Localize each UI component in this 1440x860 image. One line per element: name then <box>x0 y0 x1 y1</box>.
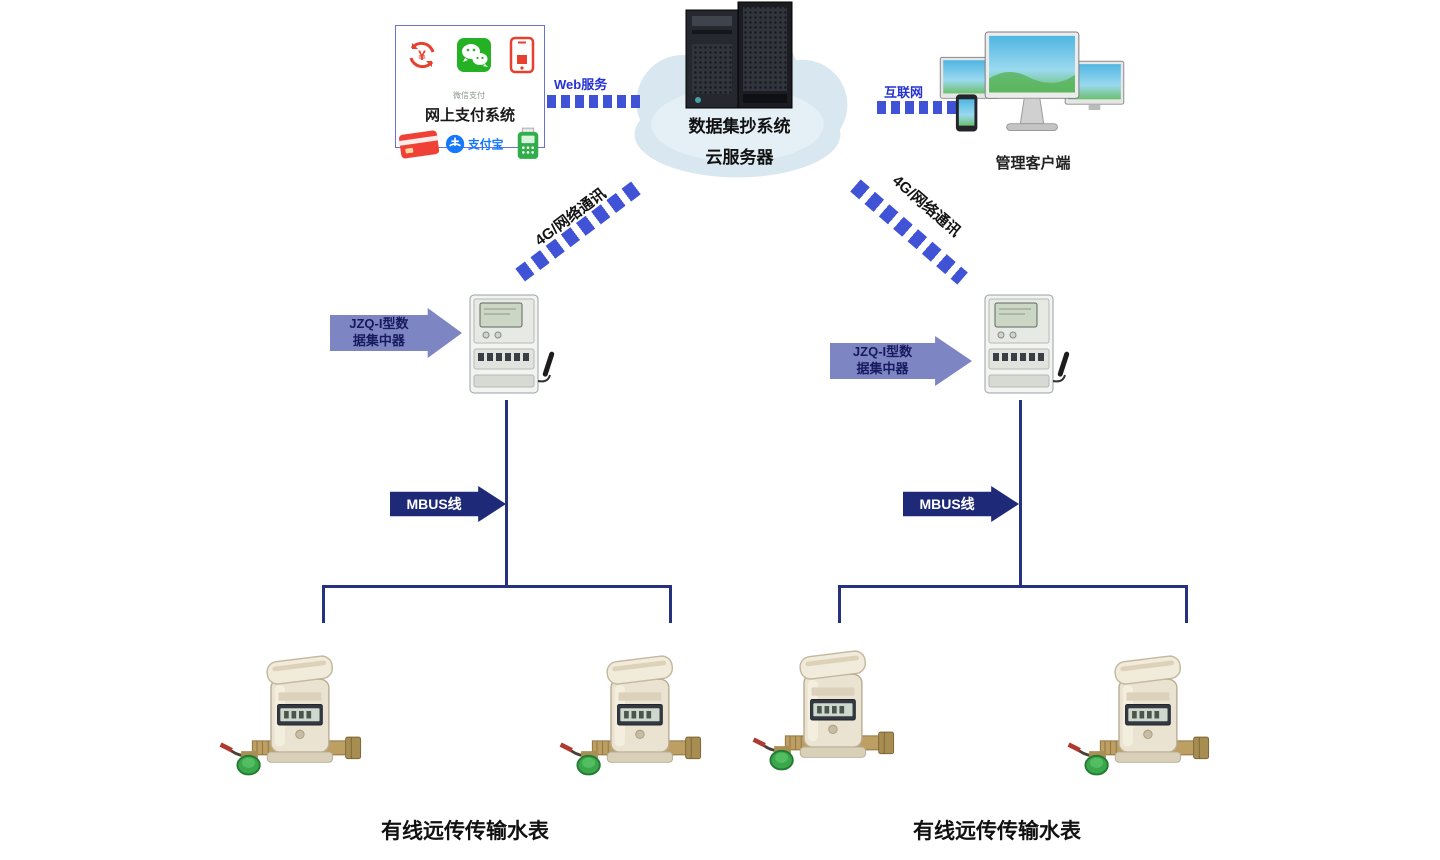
clients-caption: 管理客户端 <box>995 155 1071 172</box>
wechat-pay-caption: 微信支付 <box>453 91 485 100</box>
right-concentrator-arrow-label: JZQ-I型数 据集中器 <box>830 336 972 386</box>
water-meter-image-1 <box>215 655 383 795</box>
management-clients-image <box>939 31 1125 132</box>
right-mbus-arrow-label: MBUS线 <box>903 486 1019 522</box>
svg-text:¥: ¥ <box>418 47 426 63</box>
payment-box-title: 网上支付系统 <box>424 107 515 124</box>
left-mbus-bus-line <box>322 585 672 588</box>
left-concentrator-image <box>460 293 564 401</box>
left-meters-caption: 有线远传传输水表 <box>381 819 549 843</box>
cloud-title-line2: 云服务器 <box>705 148 774 167</box>
pos-terminal-icon <box>517 127 538 159</box>
web-service-link-line <box>547 95 642 108</box>
water-meter-image-3 <box>748 650 916 790</box>
right-mbus-stub-1 <box>838 585 841 623</box>
left-concentrator-label-line2: 据集中器 <box>352 333 405 348</box>
right-mbus-drop-line <box>1019 400 1022 588</box>
alipay-text: 支付宝 <box>467 138 504 152</box>
right-concentrator-image <box>975 293 1079 401</box>
right-concentrator-label-line2: 据集中器 <box>856 361 909 376</box>
bank-card-icon <box>399 130 440 159</box>
left-concentrator-label-line1: JZQ-I型数 <box>349 316 409 332</box>
left-mbus-arrow-label: MBUS线 <box>390 486 506 522</box>
alipay-icon: 支付宝 <box>445 134 504 154</box>
right-mbus-label-text: MBUS线 <box>919 496 975 512</box>
right-mbus-bus-line <box>838 585 1188 588</box>
right-meters-caption: 有线远传传输水表 <box>913 819 1081 843</box>
left-mbus-label-text: MBUS线 <box>406 496 462 512</box>
water-meter-image-2 <box>555 655 723 795</box>
mobile-pay-icon <box>509 36 535 74</box>
water-meter-image-4 <box>1063 655 1231 795</box>
internet-label: 互联网 <box>884 85 924 100</box>
web-service-label: Web服务 <box>554 77 608 92</box>
internet-link-line <box>877 101 959 114</box>
left-mbus-drop-line <box>505 400 508 588</box>
online-payment-box: ¥ 微信支付 网上支付系统 <box>395 25 545 159</box>
cloud-server-image <box>685 1 793 109</box>
refund-yuan-icon: ¥ <box>409 41 435 69</box>
left-4g-label: 4G/网络通讯 <box>531 185 610 250</box>
right-concentrator-label-line1: JZQ-I型数 <box>852 344 913 360</box>
cloud-title-line1: 数据集抄系统 <box>688 117 791 136</box>
left-mbus-stub-1 <box>322 585 325 623</box>
left-mbus-stub-2 <box>669 585 672 623</box>
wechat-pay-icon <box>457 38 491 72</box>
right-mbus-stub-2 <box>1185 585 1188 623</box>
left-concentrator-arrow-label: JZQ-I型数 据集中器 <box>330 308 462 358</box>
